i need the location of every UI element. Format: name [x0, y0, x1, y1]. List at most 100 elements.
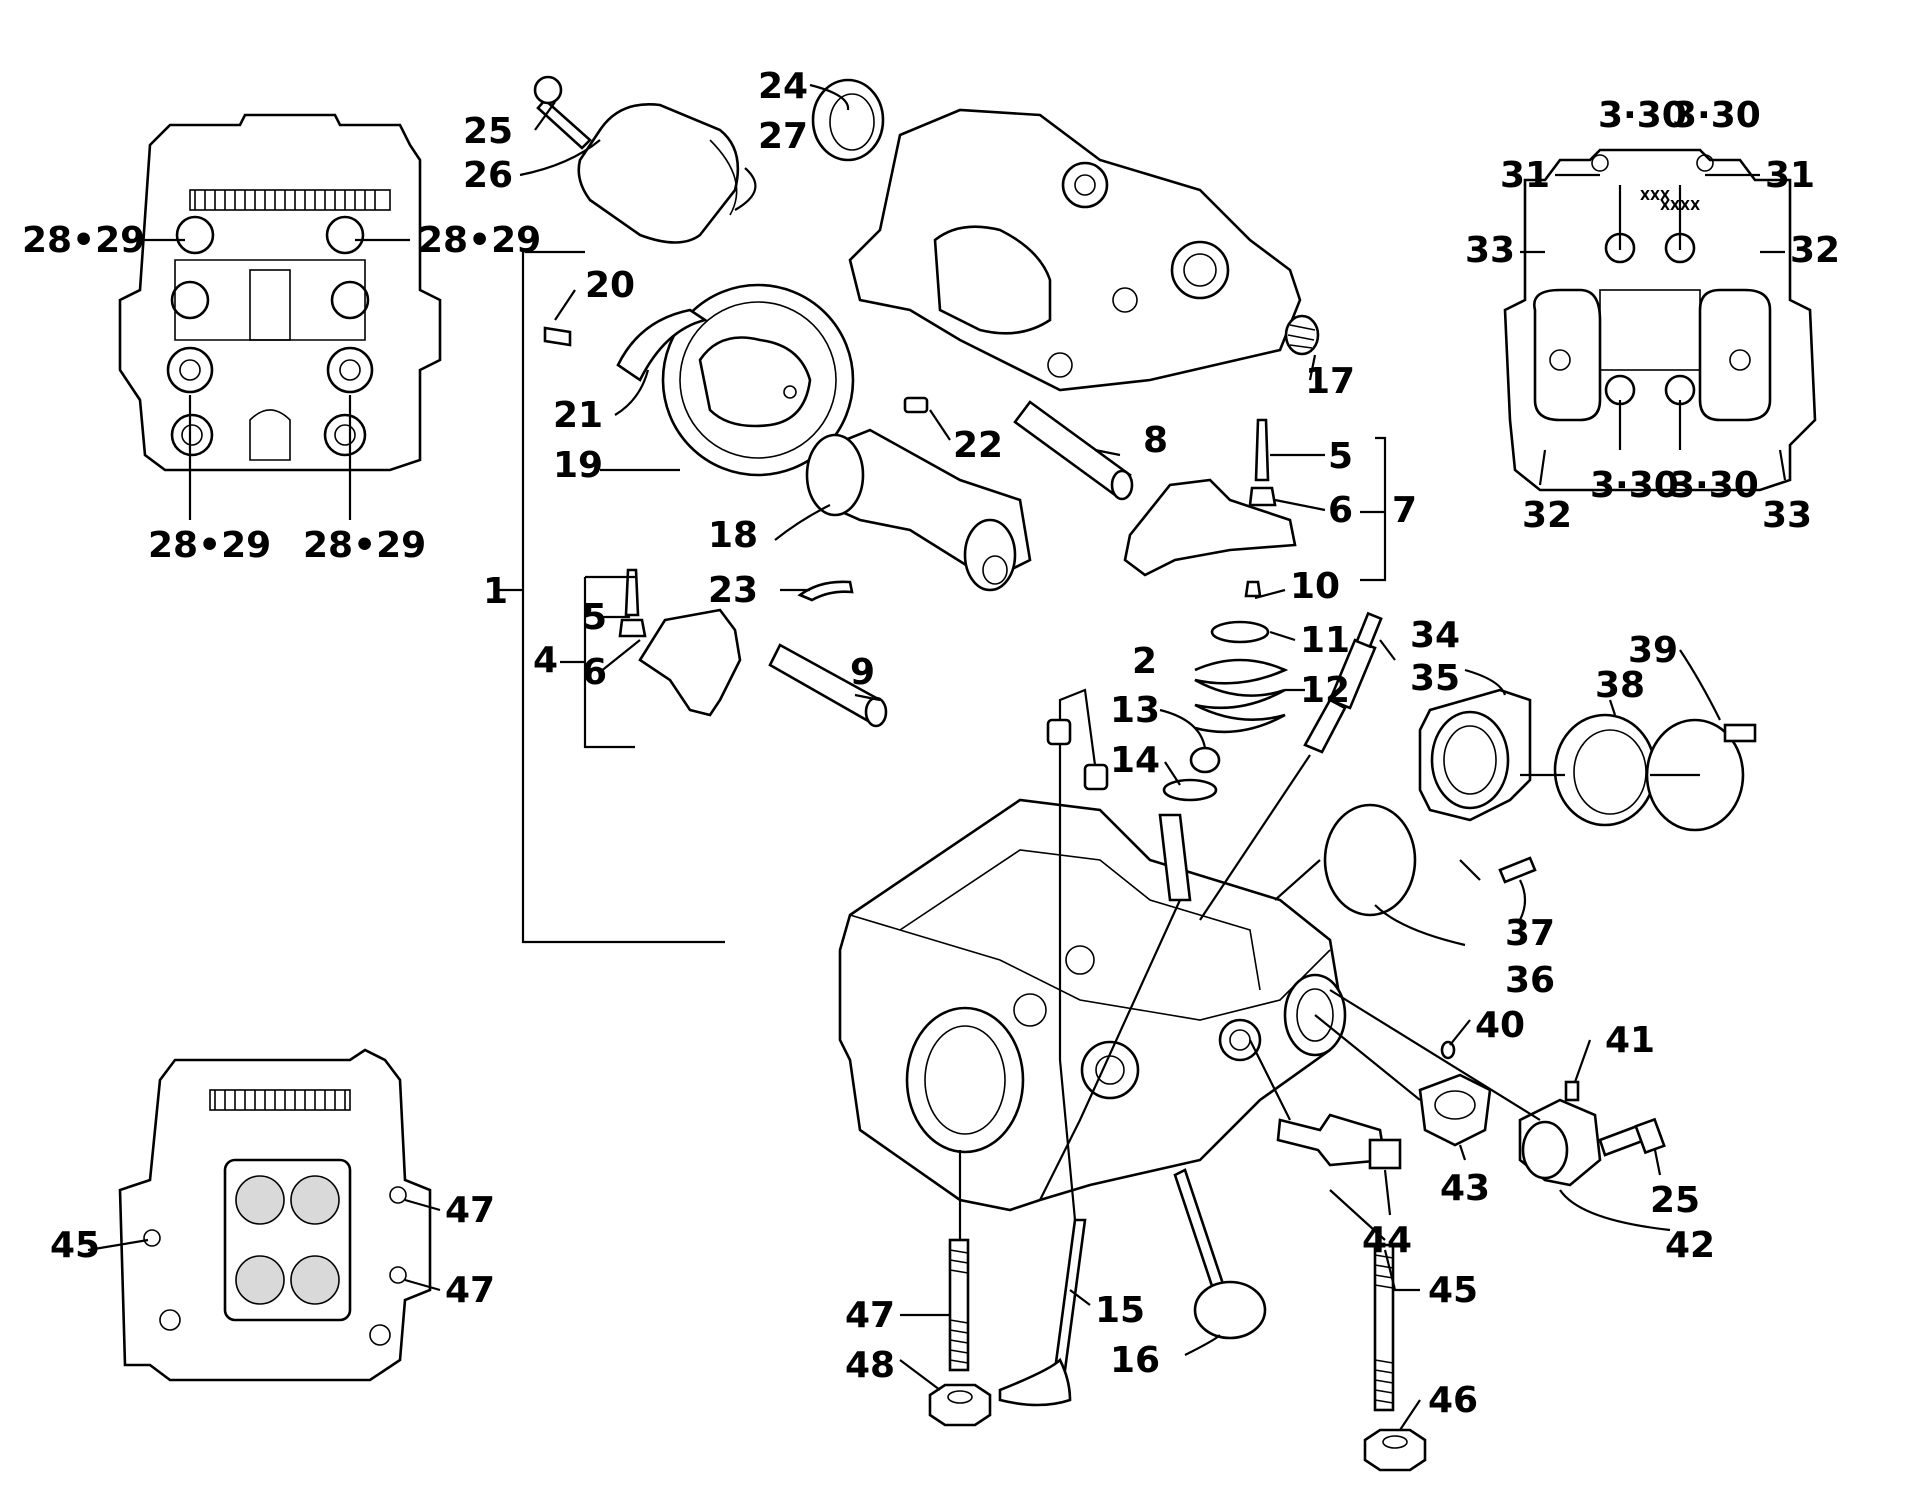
label-12: 12: [1300, 670, 1350, 711]
label-8: 8: [1143, 420, 1168, 461]
label-18: 18: [708, 515, 758, 556]
part-38-clamp-ring: [1553, 713, 1657, 827]
label-3-30-tl: 3·30: [1598, 95, 1687, 136]
label-33-left: 33: [1465, 230, 1515, 271]
part-45-stud: [1373, 1243, 1395, 1412]
label-6-lower: 6: [582, 652, 607, 693]
label-5-lower: 5: [582, 597, 607, 638]
part-2-dowel: [1083, 763, 1109, 791]
part-16-intake-valve: [1173, 1168, 1267, 1340]
label-13: 13: [1110, 690, 1160, 731]
label-28-29-br: 28•29: [303, 525, 426, 566]
label-24: 24: [758, 66, 808, 107]
callout-labels: 1 2 4 5 5 6 6 7 8 9 10 11 12 13 14 15 16…: [22, 66, 1840, 1421]
part-23-half-ring: [797, 580, 854, 602]
label-45: 45: [1428, 1270, 1478, 1311]
label-42: 42: [1665, 1225, 1715, 1266]
label-3-30-bl: 3·30: [1590, 465, 1679, 506]
label-2: 2: [1132, 641, 1157, 682]
label-4: 4: [533, 640, 558, 681]
label-34: 34: [1410, 615, 1460, 656]
part-18-camshaft: [805, 428, 1032, 592]
label-17: 17: [1305, 361, 1355, 402]
part-26-cover: [533, 75, 740, 244]
label-36: 36: [1505, 960, 1555, 1001]
label-6-upper: 6: [1328, 490, 1353, 531]
label-41: 41: [1605, 1020, 1655, 1061]
part-4-rocker-arm-assembly: [618, 568, 742, 717]
label-3-30-tr: 3·30: [1672, 95, 1761, 136]
part-40-o-ring: [1440, 1040, 1456, 1060]
part-24-seal: [811, 78, 885, 162]
label-27: 27: [758, 116, 808, 157]
inset-head-top-view: [118, 113, 442, 472]
label-20: 20: [585, 265, 635, 306]
part-34-spark-plug: [1303, 611, 1383, 754]
label-23: 23: [708, 570, 758, 611]
label-19: 19: [553, 445, 603, 486]
label-26: 26: [463, 155, 513, 196]
part-48-nut: [928, 1383, 992, 1427]
label-31-left: 31: [1500, 155, 1550, 196]
cylinder-head: [838, 798, 1347, 1212]
label-32-bottom: 32: [1522, 495, 1572, 536]
label-1: 1: [483, 571, 508, 612]
part-2-dowel: [1046, 718, 1072, 746]
part-37-screw: [1498, 856, 1537, 884]
label-31-right: 31: [1765, 155, 1815, 196]
label-43: 43: [1440, 1168, 1490, 1209]
label-47-inset-top: 47: [445, 1190, 495, 1231]
part-15-exhaust-valve: [998, 1218, 1087, 1407]
label-5-upper: 5: [1328, 436, 1353, 477]
label-25-right: 25: [1650, 1180, 1700, 1221]
cam-carrier-housing: [848, 108, 1302, 392]
label-25-top: 25: [463, 111, 513, 152]
part-22-pin: [903, 396, 929, 414]
label-7: 7: [1392, 490, 1417, 531]
inset-valve-cover-view: XXX XXXX: [1503, 148, 1817, 492]
label-47-inset-bottom: 47: [445, 1270, 495, 1311]
label-46: 46: [1428, 1380, 1478, 1421]
label-3-30-br: 3·30: [1670, 465, 1759, 506]
label-38: 38: [1595, 665, 1645, 706]
part-9-rocker-shaft: [768, 643, 888, 728]
label-28-29-bl: 28•29: [148, 525, 271, 566]
label-16: 16: [1110, 1340, 1160, 1381]
label-21: 21: [553, 395, 603, 436]
part-36-o-ring: [1323, 803, 1417, 917]
label-15: 15: [1095, 1290, 1145, 1331]
inset-gasket-face-view: [118, 1048, 432, 1382]
part-47-stud: [948, 1238, 970, 1372]
label-11: 11: [1300, 620, 1350, 661]
label-40: 40: [1475, 1005, 1525, 1046]
part-7-rocker-arm-assembly: [1123, 418, 1297, 577]
label-10: 10: [1290, 566, 1340, 607]
label-33-bottom: 33: [1762, 495, 1812, 536]
part-44-temperature-sensor: [1276, 1113, 1402, 1170]
leader-lines: [87, 83, 1787, 1431]
part-46-nut: [1363, 1428, 1427, 1472]
label-28-29-tl: 28•29: [22, 220, 145, 261]
label-39: 39: [1628, 630, 1678, 671]
head-mark-1: XXX: [1640, 189, 1670, 204]
part-21-plate: [543, 308, 709, 382]
label-37: 37: [1505, 913, 1555, 954]
label-45-inset: 45: [50, 1225, 100, 1266]
label-32-right: 32: [1790, 230, 1840, 271]
label-28-29-tr: 28•29: [418, 220, 541, 261]
part-35-intake-boot: [1418, 688, 1532, 822]
label-48: 48: [845, 1345, 895, 1386]
part-19-cam-sprocket: [661, 283, 855, 477]
part-42-cam-sensor: [1518, 1080, 1602, 1187]
label-47: 47: [845, 1295, 895, 1336]
label-22: 22: [953, 425, 1003, 466]
label-44: 44: [1362, 1220, 1412, 1261]
label-35: 35: [1410, 658, 1460, 699]
part-43-housing: [1418, 1073, 1492, 1147]
label-14: 14: [1110, 740, 1160, 781]
part-8-rocker-shaft: [1013, 400, 1134, 501]
valve-guide: [1158, 813, 1192, 902]
part-25-bolt: [1598, 1117, 1666, 1157]
